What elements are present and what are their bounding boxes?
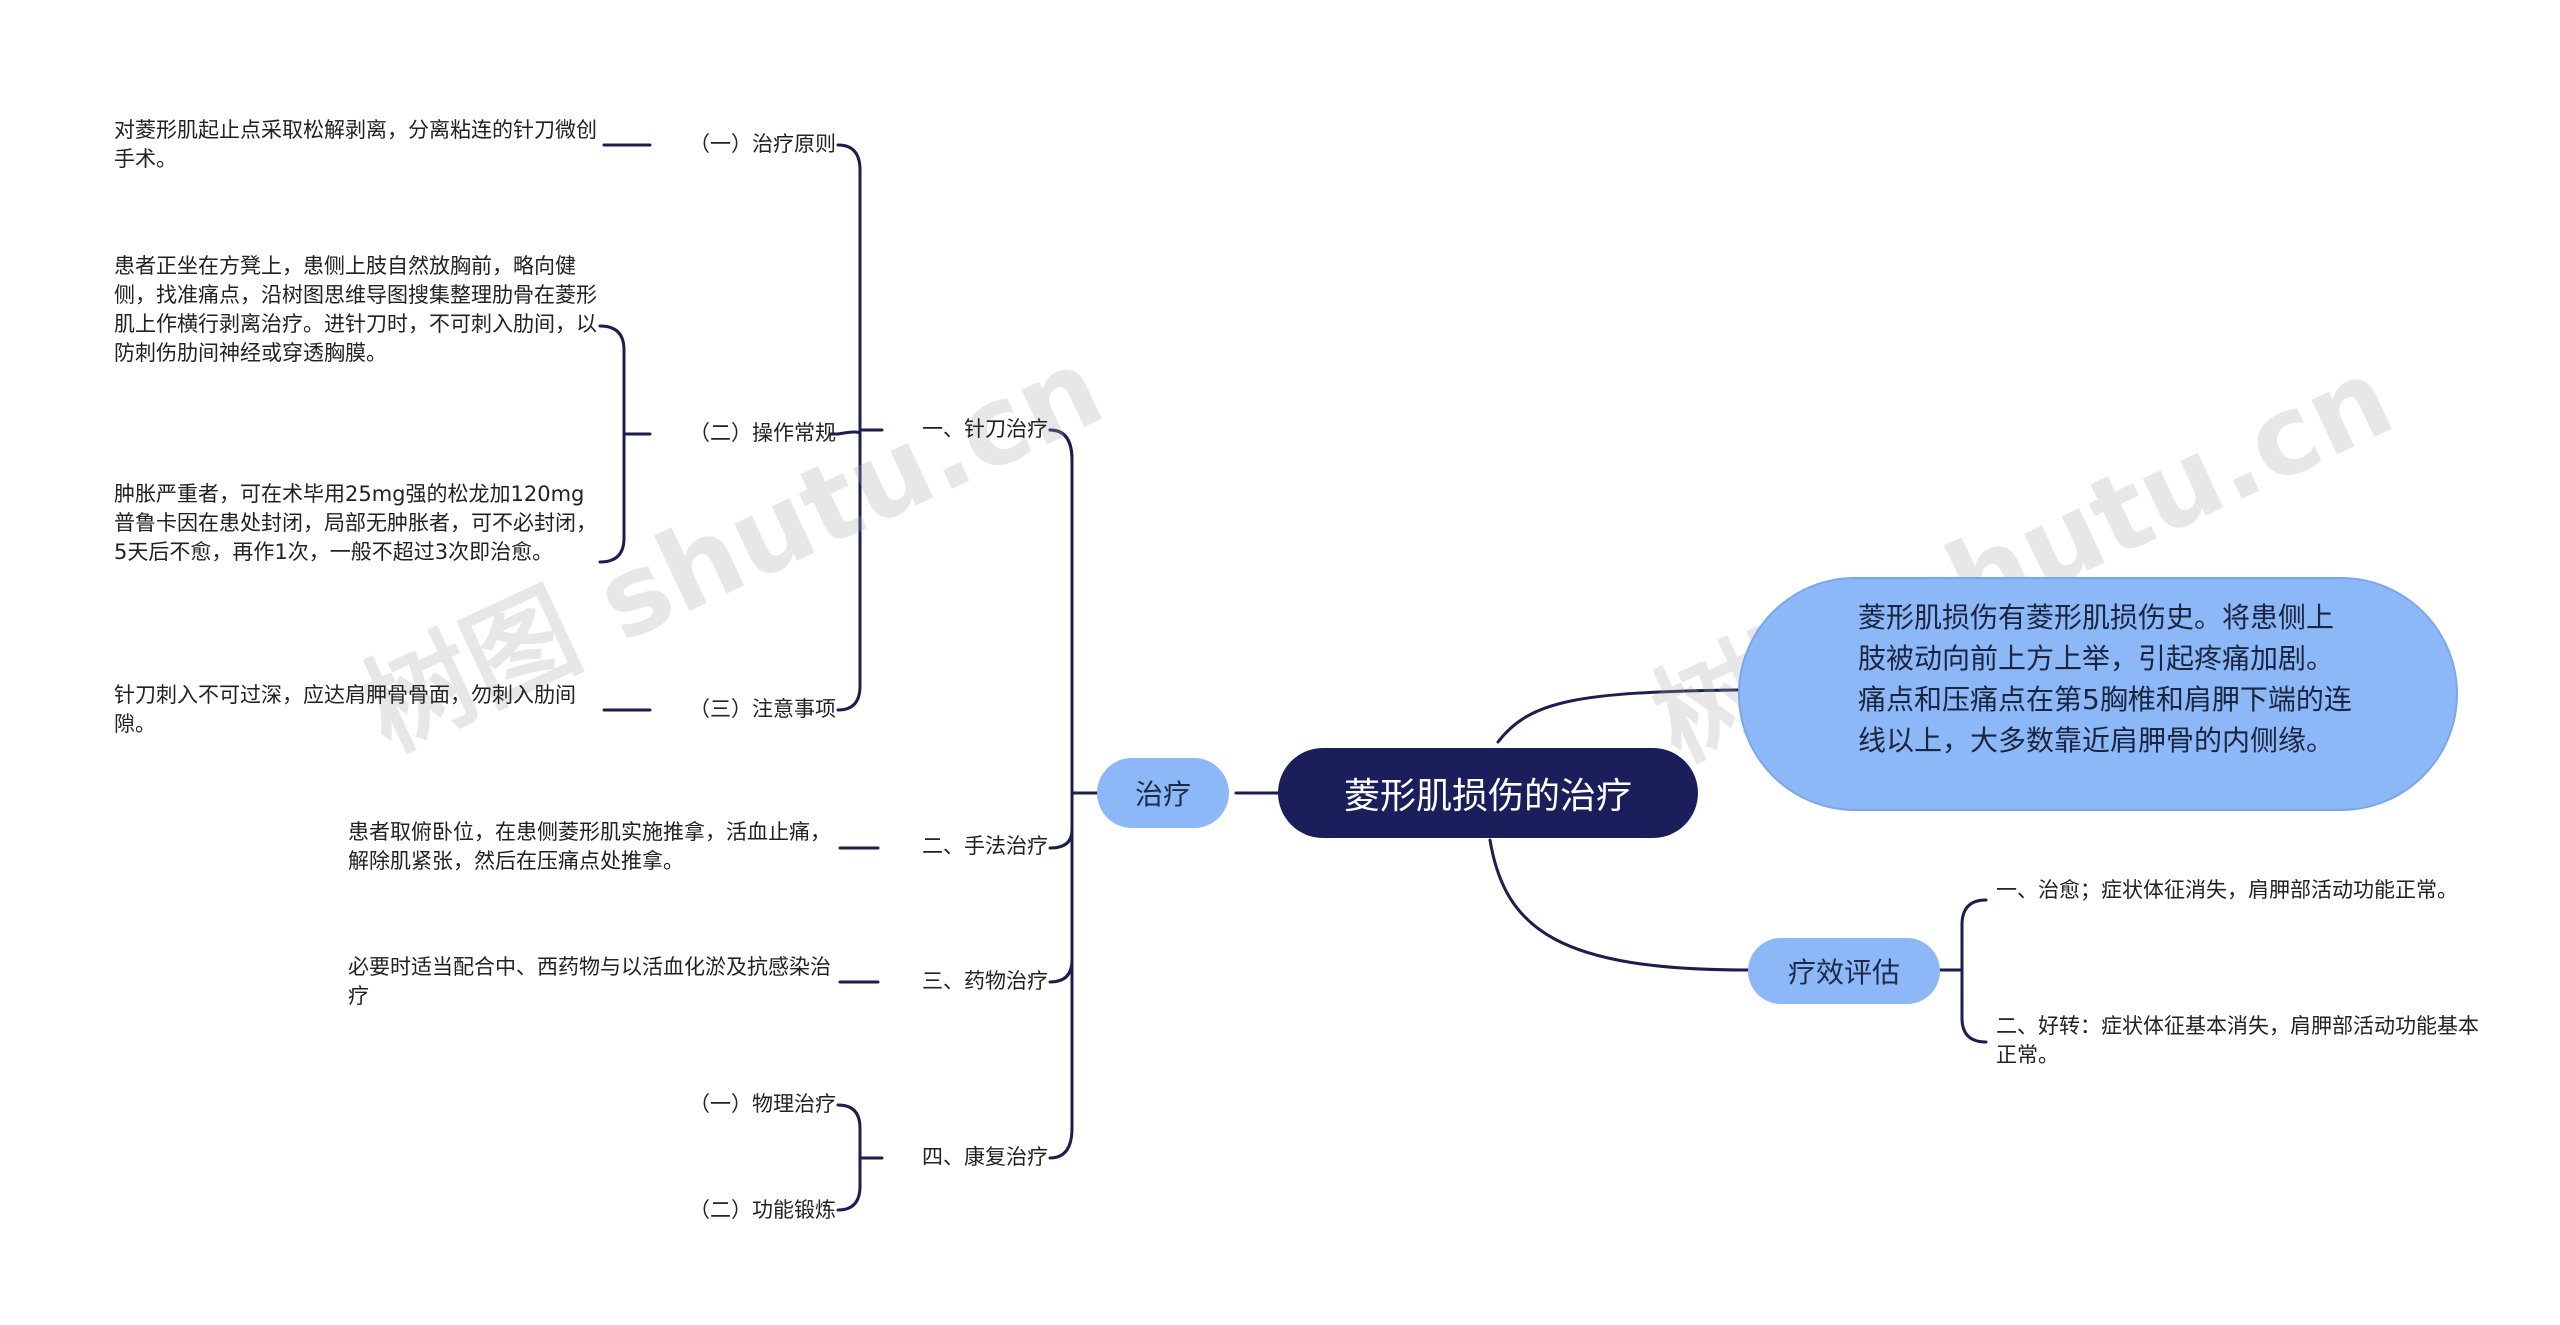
evaluation-item-cure: 一、治愈；症状体征消失，肩胛部活动功能正常。 [1996, 878, 2458, 902]
link-root-evaluation [1488, 838, 1750, 972]
needle-caution-label[interactable]: （三）注意事项 [689, 697, 836, 721]
bracket-needle [836, 143, 862, 712]
rehab-item-exercise[interactable]: （二）功能锻炼 [689, 1198, 836, 1222]
needle-principle-text: 对菱形肌起止点采取松解剥离，分离粘连的针刀微创手术。 [114, 118, 597, 171]
needle-procedure-text-2: 肿胀严重者，可在术毕用25mg强的松龙加120mg普鲁卡因在患处封闭，局部无肿胀… [114, 482, 597, 564]
diagnosis-text: 菱形肌损伤有菱形肌损伤史。将患侧上肢被动向前上方上举，引起疼痛加剧。痛点和压痛点… [1858, 601, 2352, 757]
evaluation-item-improve: 二、好转：症状体征基本消失，肩胛部活动功能基本正常。 [1996, 1014, 2479, 1067]
rehab-item-physio[interactable]: （一）物理治疗 [689, 1092, 836, 1116]
bracket-treatment [1048, 428, 1074, 1160]
branch-rehab[interactable]: 四、康复治疗 [922, 1145, 1048, 1169]
branch-needle[interactable]: 一、针刀治疗 [922, 417, 1048, 441]
needle-procedure-label[interactable]: （二）操作常规 [689, 421, 836, 445]
bracket-procedure [598, 324, 626, 564]
link-root-diagnosis [1496, 688, 1740, 744]
link-drug [1048, 958, 1074, 984]
diagnosis-node[interactable]: 菱形肌损伤有菱形肌损伤史。将患侧上肢被动向前上方上举，引起疼痛加剧。痛点和压痛点… [1738, 577, 2458, 811]
manual-text: 患者取俯卧位，在患侧菱形肌实施推拿，活血止痛，解除肌紧张，然后在压痛点处推拿。 [348, 820, 831, 873]
needle-procedure-text-1: 患者正坐在方凳上，患侧上肢自然放胸前，略向健侧，找准痛点，沿树图思维导图搜集整理… [114, 254, 597, 365]
link-manual [1048, 828, 1074, 850]
needle-principle-label[interactable]: （一）治疗原则 [689, 132, 836, 156]
needle-caution-text: 针刀刺入不可过深，应达肩胛骨骨面，勿刺入肋间隙。 [114, 683, 576, 736]
bracket-rehab [836, 1103, 862, 1212]
evaluation-node[interactable]: 疗效评估 [1748, 938, 1940, 1004]
link-needle [1048, 428, 1074, 462]
branch-drug[interactable]: 三、药物治疗 [922, 969, 1048, 993]
drug-text: 必要时适当配合中、西药物与以活血化淤及抗感染治疗 [348, 955, 831, 1008]
root-node[interactable]: 菱形肌损伤的治疗 [1278, 748, 1698, 838]
bracket-eval [1960, 898, 1988, 1044]
treatment-node[interactable]: 治疗 [1097, 758, 1229, 828]
branch-manual[interactable]: 二、手法治疗 [922, 834, 1048, 858]
